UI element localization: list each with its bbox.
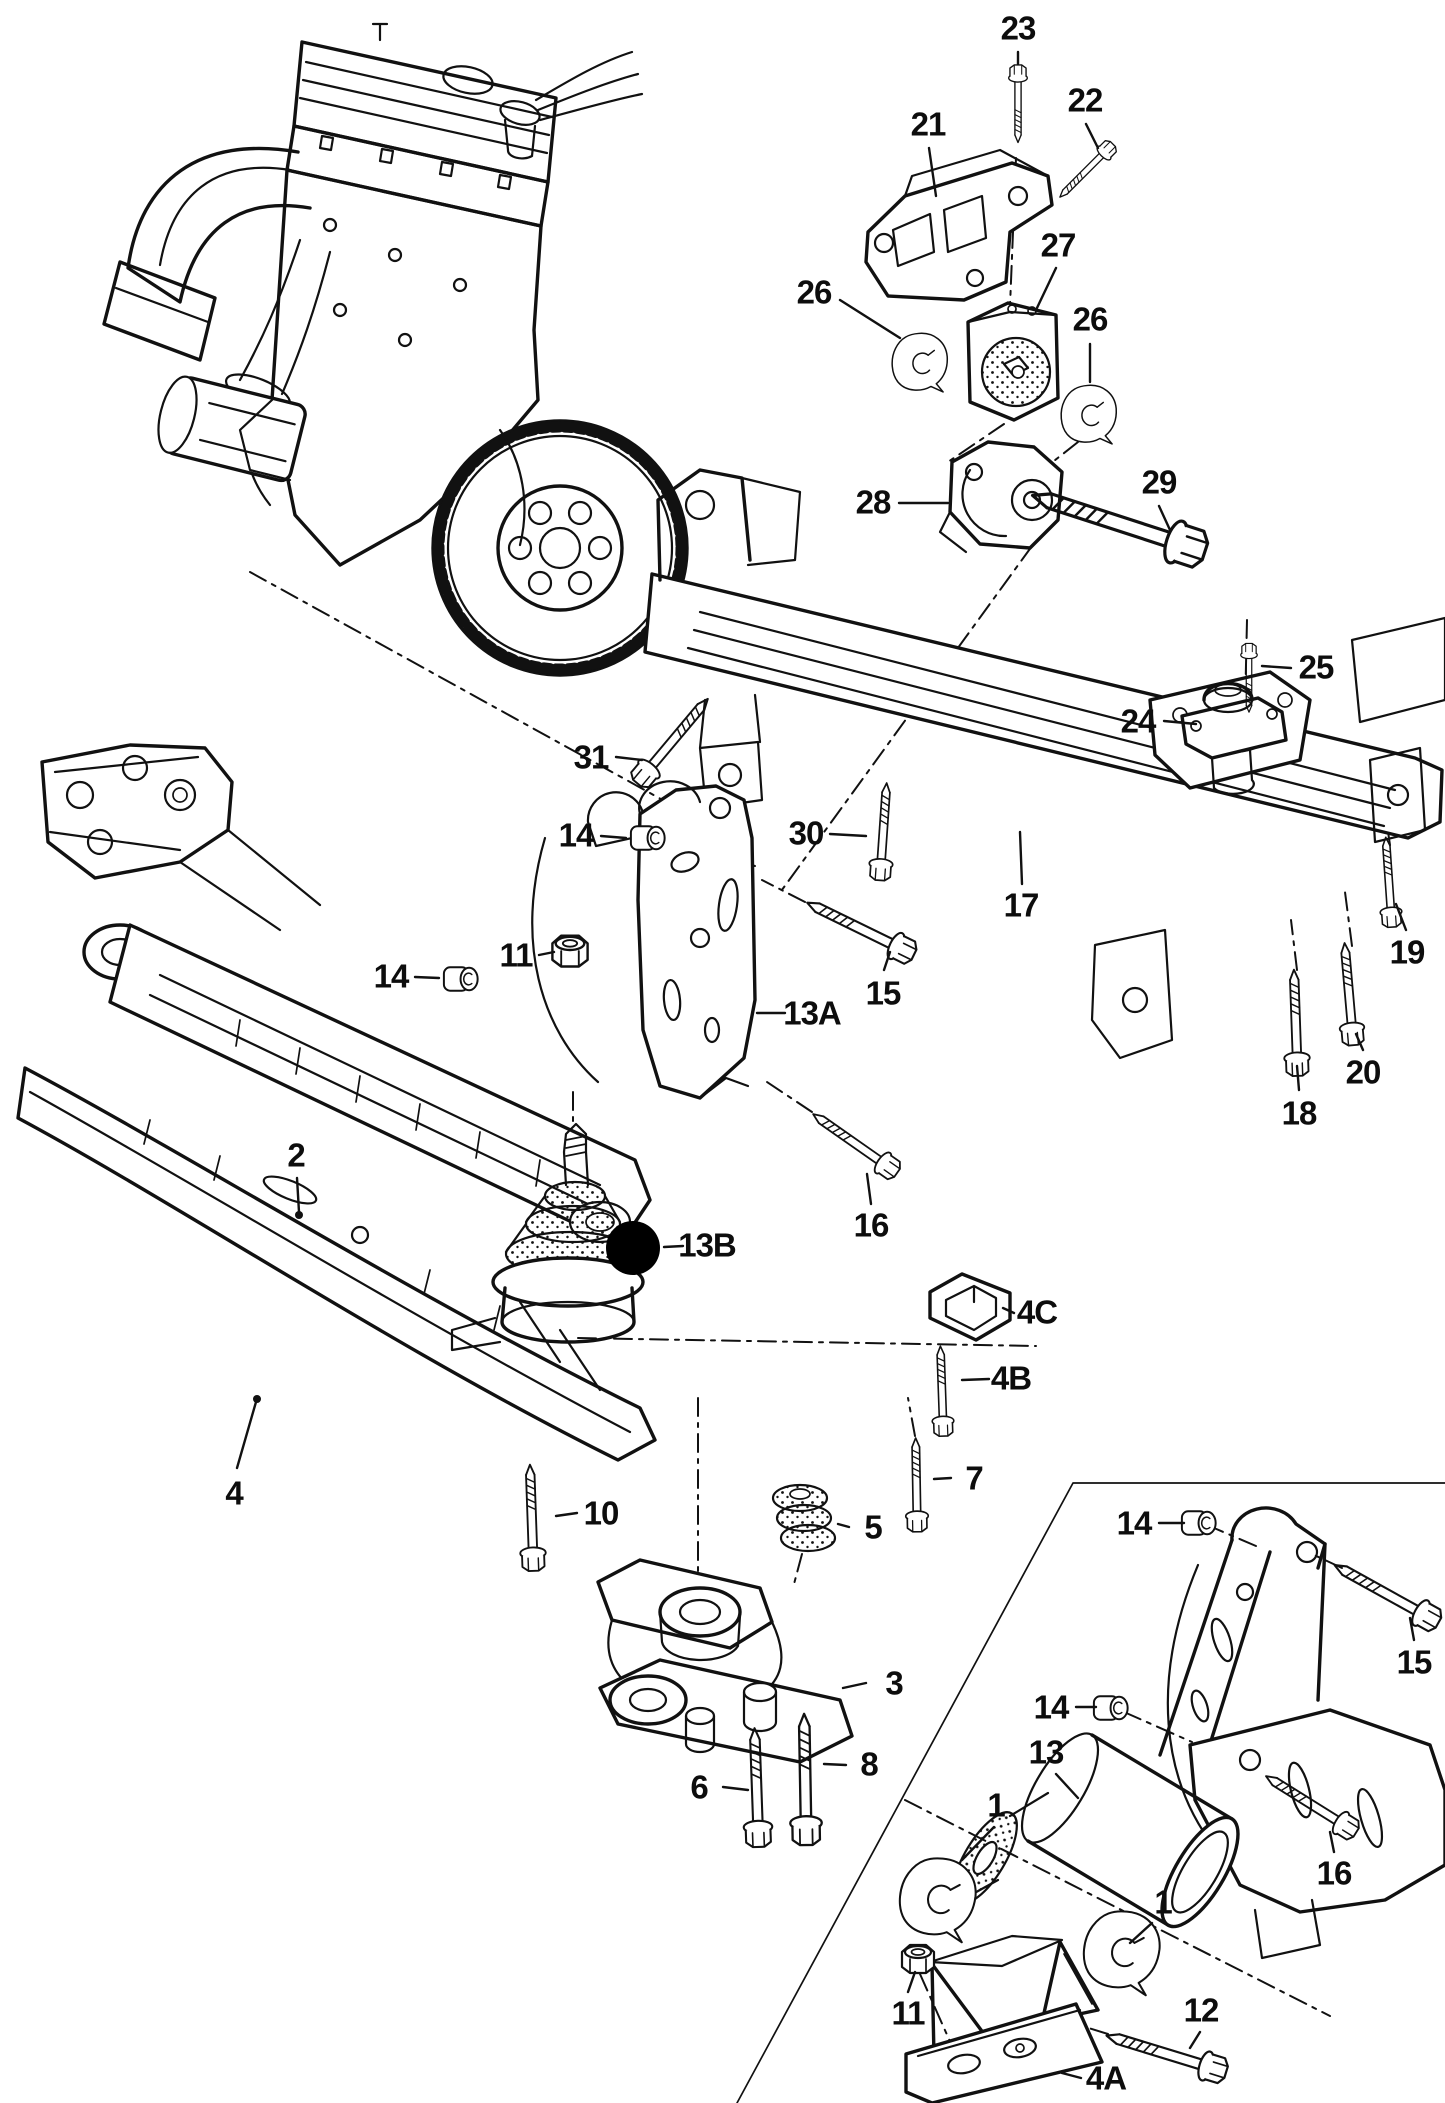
leader-lines xyxy=(235,50,1416,2080)
bolt-12 xyxy=(1101,2020,1232,2088)
mount-24 xyxy=(1180,681,1288,795)
engine-mount-bracket-21 xyxy=(864,148,1054,302)
highlight-dot-13b xyxy=(606,1221,660,1275)
bolt-20 xyxy=(1331,941,1367,1048)
engine-support-13a xyxy=(531,780,757,1100)
inset-box xyxy=(736,1482,1445,2103)
bolt-10 xyxy=(516,1463,548,1573)
mount-support-28 xyxy=(938,440,1064,554)
hydro-mount-27 xyxy=(966,301,1060,422)
hexnut-11 xyxy=(551,934,589,968)
inset-hexnut-11 xyxy=(900,1943,936,1975)
clamp-4c xyxy=(928,1272,1012,1342)
bolt-4b xyxy=(928,1344,956,1438)
engine-mounting-13b xyxy=(450,1122,660,1352)
bolt-30 xyxy=(867,781,900,883)
stop-disc-26-right xyxy=(1060,384,1118,445)
inset-bolt-15 xyxy=(1326,1551,1445,1637)
inset-nut-14-upper xyxy=(1180,1510,1217,1536)
nut-14-lower xyxy=(442,966,479,992)
front-subframe-2-4 xyxy=(16,743,657,1462)
bolt-18 xyxy=(1280,968,1312,1078)
bolt-7 xyxy=(903,1436,930,1533)
bolt-16 xyxy=(805,1103,906,1184)
inset-nut-14-lower xyxy=(1092,1695,1129,1721)
bolt-22 xyxy=(1052,137,1120,205)
subframe-17 xyxy=(643,468,1445,1060)
bolt-23 xyxy=(1008,64,1028,144)
bolt-15 xyxy=(799,888,922,969)
stop-disc-26-left xyxy=(891,332,949,393)
engine-assembly xyxy=(102,22,689,677)
link-bracket-3-group xyxy=(596,1483,854,1764)
inset-bracket-4a xyxy=(904,1934,1104,2103)
inset-disc-1-right xyxy=(1076,1904,1167,1998)
nut-14-upper xyxy=(629,825,666,851)
